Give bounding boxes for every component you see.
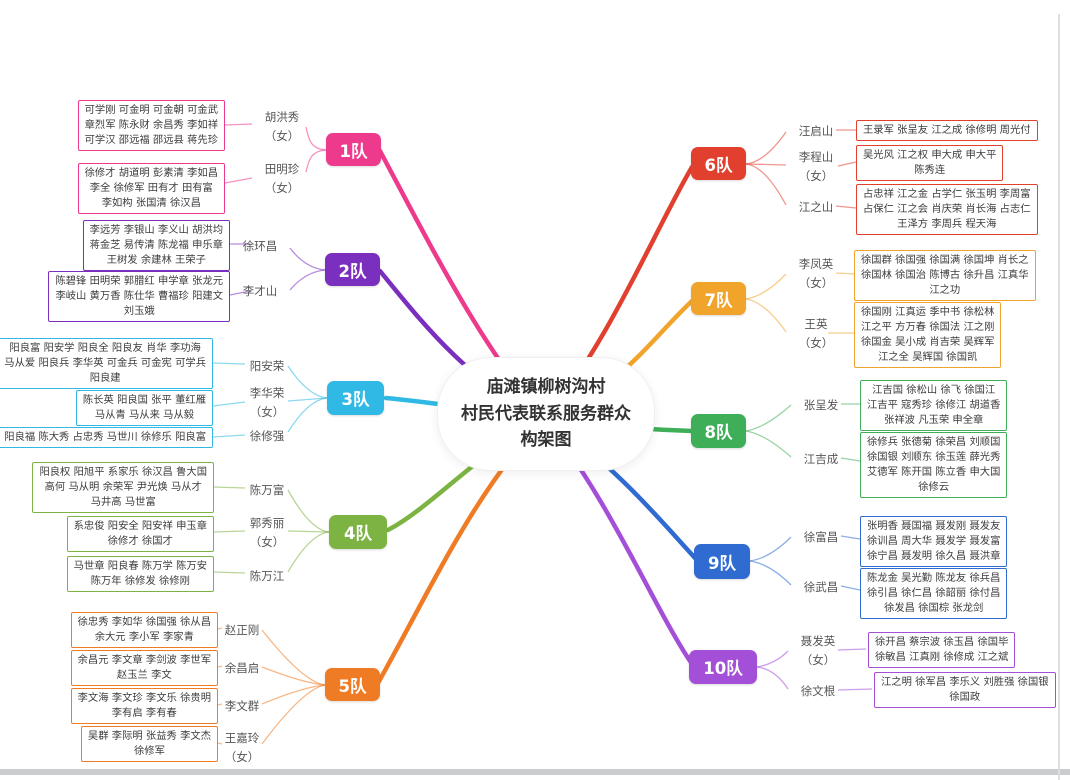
team-node-9: 9队 xyxy=(694,544,750,579)
team-node-7: 7队 xyxy=(691,282,746,315)
connector-line xyxy=(745,298,787,333)
connector-line xyxy=(745,131,787,165)
rep-label: 江之山 xyxy=(798,200,834,214)
member-box: 徐修才 胡道明 彭素清 李如昌 李全 徐修军 田有才 田有富 李如构 张国清 徐… xyxy=(77,163,225,214)
member-box: 占忠祥 江之金 占学仁 张玉明 李周富 占保仁 江之会 肖庆荣 肖长海 占志仁 … xyxy=(856,184,1038,235)
rep-label: 田明珍 （女） xyxy=(264,162,300,195)
connector-line xyxy=(745,273,787,300)
team-node-6: 6队 xyxy=(691,147,746,180)
member-box: 陈碧锋 田明荣 郭腊红 申学章 张龙元 李岐山 黄万香 陈仕华 曹福珍 阳建文 … xyxy=(48,271,230,322)
member-box: 可学刚 可金明 可金朝 可金武 章烈军 陈永财 余昌秀 李如祥 可学汉 邵远福 … xyxy=(77,100,225,151)
team-node-5: 5队 xyxy=(325,668,380,701)
member-box: 李远芳 李银山 李义山 胡洪均 蒋金芝 易传清 陈龙福 申乐章 王树发 余建林 … xyxy=(82,220,230,271)
connector-line xyxy=(261,666,326,686)
rep-label: 李凤英 （女） xyxy=(798,257,834,290)
member-box: 阳良权 阳旭平 系家乐 徐汉昌 鲁大国 高何 马从明 余荣军 尹光焕 马从才 马… xyxy=(32,462,214,513)
team-label: 5队 xyxy=(338,676,367,696)
connector-line xyxy=(289,247,326,271)
team-node-4: 4队 xyxy=(329,515,387,549)
rep-label: 王英 （女） xyxy=(798,317,834,350)
connector-line xyxy=(745,163,787,206)
rep-label: 李华荣 （女） xyxy=(249,386,285,419)
team-label: 4队 xyxy=(344,524,372,543)
member-box: 徐国刚 江真运 季中书 徐松林 江之平 方万春 徐国法 江之刚 徐国金 吴小成 … xyxy=(854,302,1002,368)
team-label: 8队 xyxy=(704,423,733,442)
member-box: 系忠俊 阳安全 阳安祥 申玉章 徐修才 徐国才 xyxy=(66,516,214,552)
rep-label: 徐武昌 xyxy=(803,580,839,594)
rep-label: 阳安荣 xyxy=(249,359,285,373)
member-box: 吴群 李际明 张益秀 李文杰 徐修军 xyxy=(80,726,218,762)
member-box: 徐忠秀 李如华 徐国强 徐从昌 余大元 李小军 李家青 xyxy=(70,612,218,648)
team-node-2: 2队 xyxy=(325,253,380,286)
member-box: 李文海 李文珍 李文乐 徐贵明 李有启 李有春 xyxy=(70,688,218,724)
connector-line xyxy=(745,404,792,432)
rep-label: 汪启山 xyxy=(798,124,834,138)
rep-label: 赵正刚 xyxy=(224,623,260,637)
member-box: 王录军 张呈友 江之成 徐修明 周光付 xyxy=(856,120,1038,141)
connector-line xyxy=(224,177,253,184)
member-box: 徐修兵 张德菊 徐荣昌 刘顺国 徐国银 刘顺东 徐玉莲 薛光秀 艾德军 陈开国 … xyxy=(860,432,1008,498)
center-topic: 庙滩镇柳树沟村 村民代表联系服务群众 构架图 xyxy=(437,357,655,471)
connector-line xyxy=(745,430,792,458)
member-box: 阳良富 阳安学 阳良全 阳良友 肖华 李功海 马从爱 阳良兵 李华英 可金兵 可… xyxy=(0,338,213,389)
connector-line xyxy=(745,163,787,166)
connector-line xyxy=(224,123,253,126)
team-label: 9队 xyxy=(708,553,736,573)
member-box: 徐国群 徐国强 徐国满 徐国坤 肖长之 徐国林 徐国治 陈博古 徐升昌 江真华 … xyxy=(854,250,1036,301)
rep-label: 王嘉玲 （女） xyxy=(224,731,260,764)
team-label: 1队 xyxy=(339,141,368,161)
diagram-title: 庙滩镇柳树沟村 村民代表联系服务群众 构架图 xyxy=(461,377,631,451)
team-label: 3队 xyxy=(341,390,370,409)
page-bottom-edge xyxy=(0,769,1070,775)
rep-label: 江吉成 xyxy=(803,452,839,466)
member-box: 徐开昌 蔡宗波 徐玉昌 徐国毕 徐敏昌 江真刚 徐修成 江之斌 xyxy=(868,632,1016,668)
connector-line xyxy=(749,536,792,562)
rep-label: 李文群 xyxy=(224,699,260,713)
team-label: 6队 xyxy=(704,155,733,175)
team-node-1: 1队 xyxy=(326,133,381,166)
member-box: 张明香 聂国福 聂发刚 聂发友 徐训昌 周大华 聂发学 聂发富 徐宁昌 聂发明 … xyxy=(860,516,1008,567)
rep-label: 陈万江 xyxy=(249,569,285,583)
connector-line xyxy=(261,684,326,745)
member-box: 江之明 徐军昌 李乐义 刘胜强 徐国银 徐国政 xyxy=(874,672,1056,708)
connector-line xyxy=(289,269,326,291)
member-box: 余昌元 李文章 李剑波 李世军 赵玉兰 李文 xyxy=(70,650,218,686)
connector-line xyxy=(261,684,326,705)
rep-label: 陈万富 xyxy=(249,483,285,497)
page-right-edge xyxy=(1058,14,1060,780)
rep-label: 徐环昌 xyxy=(242,239,278,253)
rep-label: 胡洪秀 （女） xyxy=(264,110,300,143)
rep-label: 余昌启 xyxy=(224,661,260,675)
connector-line xyxy=(261,629,326,686)
team-node-3: 3队 xyxy=(327,381,384,415)
rep-label: 张呈发 xyxy=(803,398,839,412)
member-box: 陈龙金 吴光勤 陈龙友 徐兵昌 徐引昌 徐仁昌 徐韶丽 徐付昌 徐发昌 徐国棕 … xyxy=(860,568,1008,619)
connector-line xyxy=(749,560,792,586)
rep-label: 徐富昌 xyxy=(803,530,839,544)
member-box: 陈长英 阳良国 张平 董红雁 马从青 马从来 马从毅 xyxy=(75,390,213,426)
member-box: 吴光风 江之权 申大成 申大平 陈秀连 xyxy=(856,145,1004,181)
member-box: 马世章 阳良春 陈万学 陈万安 陈万年 徐修发 徐修刚 xyxy=(66,556,214,592)
connector-line xyxy=(756,650,789,668)
team-label: 10队 xyxy=(703,659,743,678)
member-box: 阳良福 陈大秀 占忠秀 马世川 徐修乐 阳良富 xyxy=(0,427,213,448)
rep-label: 徐文根 xyxy=(800,684,836,698)
rep-label: 李程山 （女） xyxy=(798,150,834,183)
rep-label: 郭秀丽 （女） xyxy=(249,516,285,549)
rep-label: 徐修强 xyxy=(249,429,285,443)
team-label: 7队 xyxy=(704,290,733,310)
team-label: 2队 xyxy=(338,261,367,281)
team-node-8: 8队 xyxy=(691,414,746,448)
connector-line xyxy=(756,666,789,690)
member-box: 江吉国 徐松山 徐飞 徐国江 江吉平 寇秀珍 徐修江 胡道香 张祥波 凡玉荣 申… xyxy=(860,380,1008,431)
rep-label: 李才山 xyxy=(242,284,278,298)
rep-label: 聂发英 （女） xyxy=(800,634,836,667)
team-node-10: 10队 xyxy=(689,650,757,684)
